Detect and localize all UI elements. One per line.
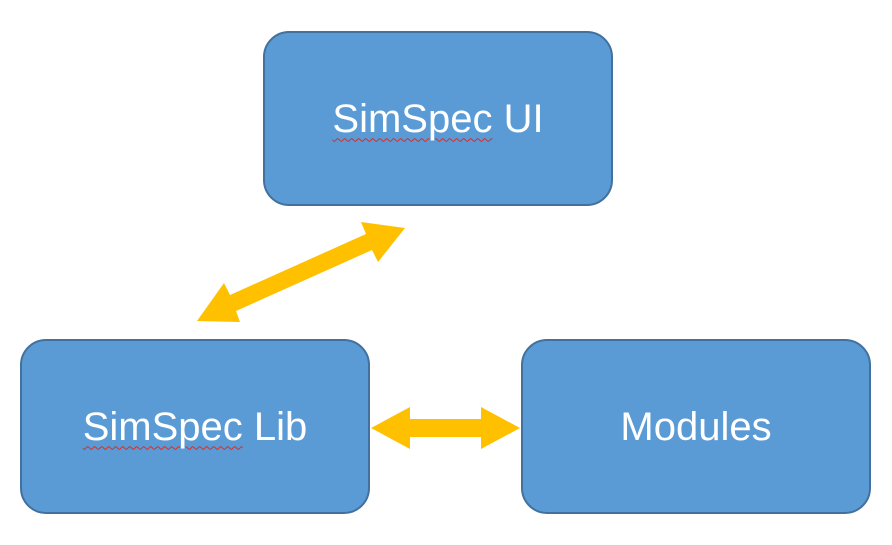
simspec-ui-label-suffix: UI xyxy=(492,96,544,141)
simspec-lib-label-suffix: Lib xyxy=(242,404,308,449)
simspec-ui-label: SimSpec UI xyxy=(332,99,543,139)
simspec-lib-label: SimSpec Lib xyxy=(83,407,308,447)
simspec-lib-label-word: SimSpec xyxy=(82,404,243,449)
simspec-ui-label-word: SimSpec xyxy=(332,96,493,141)
arrow-lib-modules xyxy=(371,407,520,449)
arrow-lib-ui xyxy=(197,222,405,322)
simspec-ui-box: SimSpec UI xyxy=(263,31,613,206)
modules-label: Modules xyxy=(620,404,772,449)
simspec-lib-box: SimSpec Lib xyxy=(20,339,370,514)
modules-box: Modules xyxy=(521,339,871,514)
